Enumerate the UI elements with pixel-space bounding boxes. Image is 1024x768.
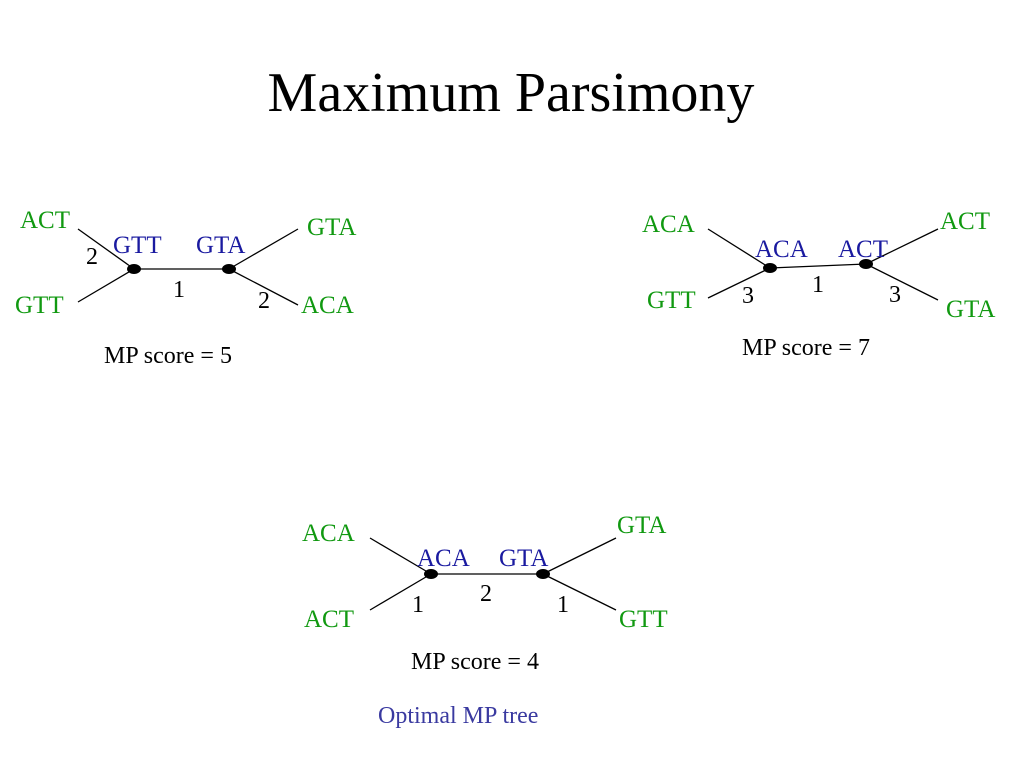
- cost-middle: 1: [173, 277, 185, 303]
- edge-bottom-right: [542, 573, 617, 611]
- optimal-tree-caption: Optimal MP tree: [378, 703, 538, 729]
- edge-bottom-left: [707, 267, 771, 299]
- internal-node-right: [222, 264, 236, 274]
- mp-score: MP score = 4: [411, 649, 539, 675]
- leaf-top-right: GTA: [307, 214, 356, 241]
- mp-score: MP score = 5: [104, 343, 232, 369]
- cost-middle: 1: [812, 272, 824, 298]
- cost-right: 1: [557, 592, 569, 618]
- internal-label-left: ACA: [755, 236, 808, 263]
- edge-top-left: [707, 228, 771, 269]
- leaf-bottom-left: ACT: [304, 606, 354, 633]
- cost-left: 3: [742, 283, 754, 309]
- edge-bottom-right: [865, 263, 939, 301]
- internal-node-right: [859, 259, 873, 269]
- tree-3: ACA ACT GTA GTT ACA GTA 1 2 1 MP score =…: [302, 512, 668, 729]
- edge-bottom-left: [77, 268, 135, 303]
- leaf-bottom-right: ACA: [301, 292, 354, 319]
- internal-label-right: ACT: [838, 236, 888, 263]
- cost-left: 2: [86, 244, 98, 270]
- edge-top-right: [865, 228, 939, 265]
- edge-top-right: [228, 228, 299, 270]
- tree-2: ACA GTT ACT GTA ACA ACT 3 1 3 MP score =…: [642, 208, 995, 361]
- edge-bottom-right: [228, 268, 299, 306]
- internal-label-right: GTA: [196, 232, 245, 259]
- internal-node-left: [424, 569, 438, 579]
- tree-1: ACT GTT GTA ACA GTT GTA 2 1 2 MP score =…: [15, 207, 356, 369]
- leaf-bottom-right: GTA: [946, 296, 995, 323]
- leaf-bottom-right: GTT: [619, 606, 668, 633]
- leaf-bottom-left: GTT: [15, 292, 64, 319]
- leaf-top-left: ACA: [302, 520, 355, 547]
- internal-label-left: ACA: [417, 545, 470, 572]
- leaf-top-right: ACT: [940, 208, 990, 235]
- edge-internal: [769, 263, 867, 269]
- cost-right: 2: [258, 288, 270, 314]
- edge-top-left: [369, 537, 432, 575]
- cost-left: 1: [412, 592, 424, 618]
- leaf-bottom-left: GTT: [647, 287, 696, 314]
- internal-node-right: [536, 569, 550, 579]
- leaf-top-left: ACT: [20, 207, 70, 234]
- edge-bottom-left: [369, 573, 432, 611]
- edge-top-left: [77, 228, 135, 270]
- edge-top-right: [542, 537, 617, 575]
- leaf-top-right: GTA: [617, 512, 666, 539]
- leaf-top-left: ACA: [642, 211, 695, 238]
- slide-title: Maximum Parsimony: [268, 62, 755, 124]
- cost-middle: 2: [480, 581, 492, 607]
- internal-label-right: GTA: [499, 545, 548, 572]
- mp-score: MP score = 7: [742, 335, 870, 361]
- internal-node-left: [763, 263, 777, 273]
- internal-label-left: GTT: [113, 232, 162, 259]
- internal-node-left: [127, 264, 141, 274]
- cost-right: 3: [889, 282, 901, 308]
